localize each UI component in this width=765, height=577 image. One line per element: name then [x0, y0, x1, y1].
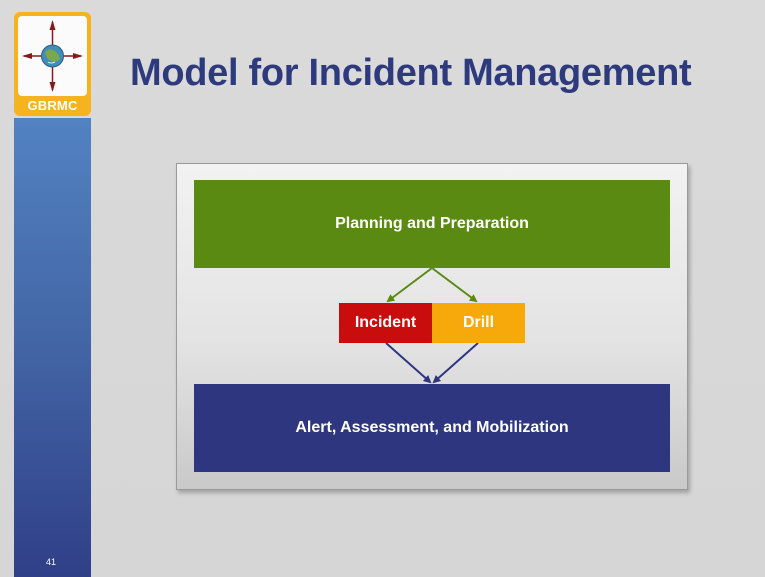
slide-title: Model for Incident Management [130, 52, 692, 94]
arrow-incident-to-alert [385, 342, 432, 384]
flow-arrows [385, 267, 479, 384]
drill-box: Drill [432, 303, 525, 343]
slide-number: 41 [46, 557, 57, 567]
logo-text: GBRMC [27, 98, 78, 113]
logo-panel [18, 16, 87, 96]
arrow-to-drill [431, 267, 478, 303]
incident-box: Incident [339, 303, 432, 343]
alert-box: Alert, Assessment, and Mobilization [194, 384, 670, 472]
planning-box: Planning and Preparation [194, 180, 670, 268]
incident-model-diagram: Planning and Preparation Incident Drill … [176, 163, 688, 490]
gbrmc-logo: GBRMC [14, 12, 91, 118]
arrow-drill-to-alert [432, 342, 479, 384]
arrow-to-incident [386, 267, 433, 303]
compass-globe-icon [22, 20, 83, 92]
sidebar-bar [14, 118, 91, 577]
